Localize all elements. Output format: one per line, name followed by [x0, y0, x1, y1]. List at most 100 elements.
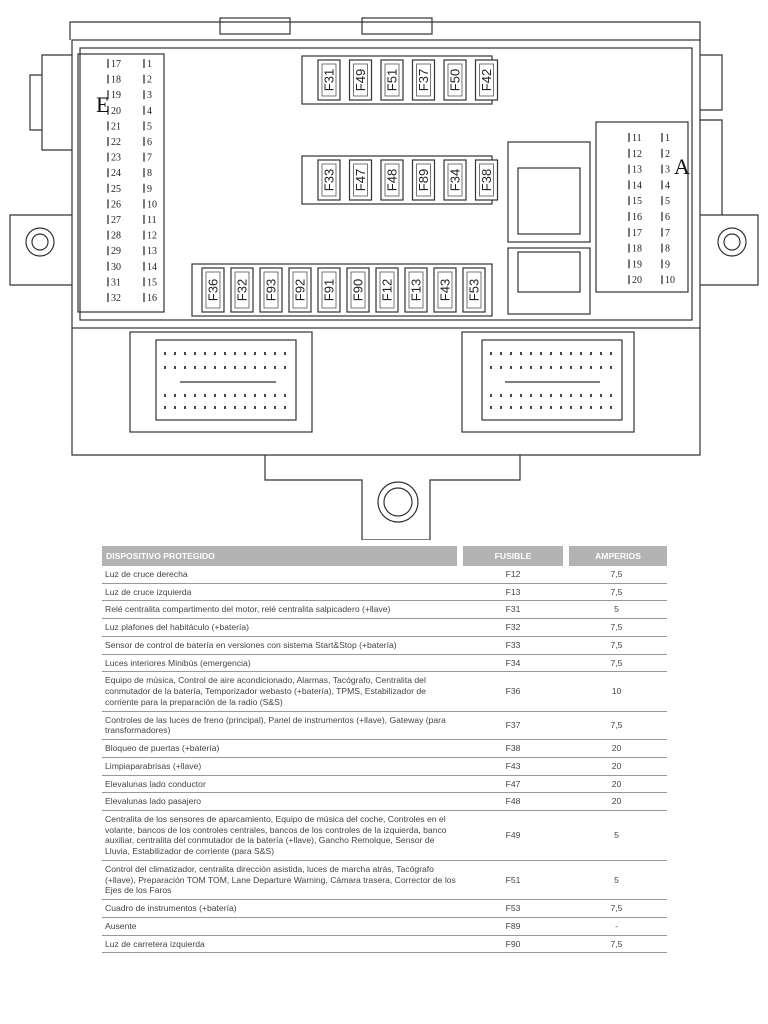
- pin-number: 18: [111, 75, 121, 86]
- pin-number: 13: [632, 165, 642, 176]
- fuse-label: F37: [416, 69, 431, 91]
- fuse-body: [380, 159, 404, 201]
- fuse-body: [317, 267, 341, 313]
- pin-number: 18: [632, 244, 642, 255]
- fuse-label: F51: [385, 69, 400, 91]
- fuse-slot: F31: [317, 59, 341, 101]
- pin-number: 20: [632, 275, 642, 286]
- cell-fuse: F37: [460, 711, 566, 741]
- pin-number: 19: [111, 90, 121, 101]
- fuse-slot: F53: [462, 267, 486, 313]
- fuse-body: [348, 59, 373, 101]
- fuse-label: F92: [293, 279, 308, 301]
- cell-device: Luces interiores Minibús (emergencia): [102, 654, 460, 673]
- fuse-body: [404, 267, 428, 313]
- fuse-slot: F51: [380, 59, 404, 101]
- cell-device: Centralita de los sensores de aparcamien…: [102, 810, 460, 861]
- fuse-inner: [384, 163, 400, 197]
- fuse-inner: [353, 163, 368, 197]
- cell-fuse: F49: [460, 810, 566, 861]
- pin-number: 3: [665, 165, 670, 176]
- fuse-body: [380, 59, 404, 101]
- fuse-label: F32: [235, 279, 250, 301]
- table-row: Luz plafones del habitáculo (+batería)F3…: [102, 618, 667, 637]
- connector-e-label: E: [96, 92, 109, 117]
- cell-fuse: F43: [460, 757, 566, 776]
- pin-number: 4: [665, 180, 670, 191]
- cell-device: Cuadro de instrumentos (+batería): [102, 899, 460, 918]
- table-row: Relé centralita compartimento del motor,…: [102, 600, 667, 620]
- fuse-label: F33: [322, 169, 337, 191]
- pin-number: 28: [111, 231, 121, 242]
- fuse-table: DISPOSITIVO PROTEGIDO FUSIBLE AMPERIOS L…: [102, 546, 667, 954]
- fuse-body: [462, 267, 486, 313]
- cell-device: Ausente: [102, 917, 460, 936]
- cell-amps: 5: [566, 860, 667, 901]
- pin-number: 8: [147, 168, 152, 179]
- cell-device: Luz de cruce derecha: [102, 566, 460, 584]
- pin-number: 11: [147, 215, 157, 226]
- cell-fuse: F13: [460, 583, 566, 602]
- pin-number: 5: [665, 196, 670, 207]
- connector-e: 1718192021222324252627282930313212345678…: [107, 59, 157, 304]
- cell-device: Relé centralita compartimento del motor,…: [102, 600, 460, 620]
- cell-device: Equipo de música, Control de aire acondi…: [102, 671, 460, 712]
- cell-amps: 7,5: [566, 566, 667, 584]
- fuse-label: F89: [416, 169, 431, 191]
- cell-amps: 7,5: [566, 711, 667, 741]
- fuse-inner: [437, 271, 453, 309]
- fuse-label: F12: [380, 279, 395, 301]
- fuse-inner: [350, 271, 366, 309]
- cell-fuse: F32: [460, 618, 566, 637]
- fuse-inner: [479, 163, 494, 197]
- pin-number: 9: [665, 259, 670, 270]
- fuse-body: [288, 267, 312, 313]
- cell-fuse: F31: [460, 600, 566, 620]
- pin-number: 7: [665, 228, 670, 239]
- fuse-label: F34: [448, 169, 463, 191]
- cell-fuse: F12: [460, 566, 566, 584]
- cell-device: Elevalunas lado conductor: [102, 775, 460, 794]
- fuse-label: F91: [322, 279, 337, 301]
- fuse-row-bottom: F36 F32 F93 F92 F91 F90 F12 F13 F43 F53: [201, 267, 486, 313]
- fuse-inner: [353, 63, 368, 97]
- fuse-label: F93: [264, 279, 279, 301]
- fuse-inner: [292, 271, 308, 309]
- fuse-body: [443, 159, 467, 201]
- cell-amps: 20: [566, 757, 667, 776]
- cell-device: Control del climatizador, centralita dir…: [102, 860, 460, 901]
- fuse-inner: [321, 271, 337, 309]
- fuse-slot: F50: [443, 59, 467, 101]
- fuse-slot: F36: [201, 267, 225, 313]
- fuse-slot: F90: [346, 267, 370, 313]
- fuse-label: F49: [353, 69, 368, 91]
- fuse-inner: [321, 163, 337, 197]
- fuse-body: [317, 159, 341, 201]
- fuse-body: [411, 159, 436, 201]
- fuse-slot: F12: [375, 267, 399, 313]
- fuse-label: F38: [479, 169, 494, 191]
- pin-number: 15: [147, 277, 157, 288]
- fuse-label: F43: [438, 279, 453, 301]
- header-device: DISPOSITIVO PROTEGIDO: [102, 546, 463, 566]
- fuse-inner: [416, 63, 431, 97]
- fuse-slot: F89: [411, 159, 436, 201]
- header-fuse: FUSIBLE: [460, 546, 569, 566]
- fuse-label: F13: [409, 279, 424, 301]
- fuse-body: [474, 159, 499, 201]
- fuse-body: [474, 59, 499, 101]
- fuse-slot: F91: [317, 267, 341, 313]
- cell-device: Sensor de control de batería en versione…: [102, 636, 460, 655]
- fuse-body: [348, 159, 373, 201]
- fuse-body: [346, 267, 370, 313]
- cell-amps: -: [566, 917, 667, 936]
- pin-number: 4: [147, 106, 152, 117]
